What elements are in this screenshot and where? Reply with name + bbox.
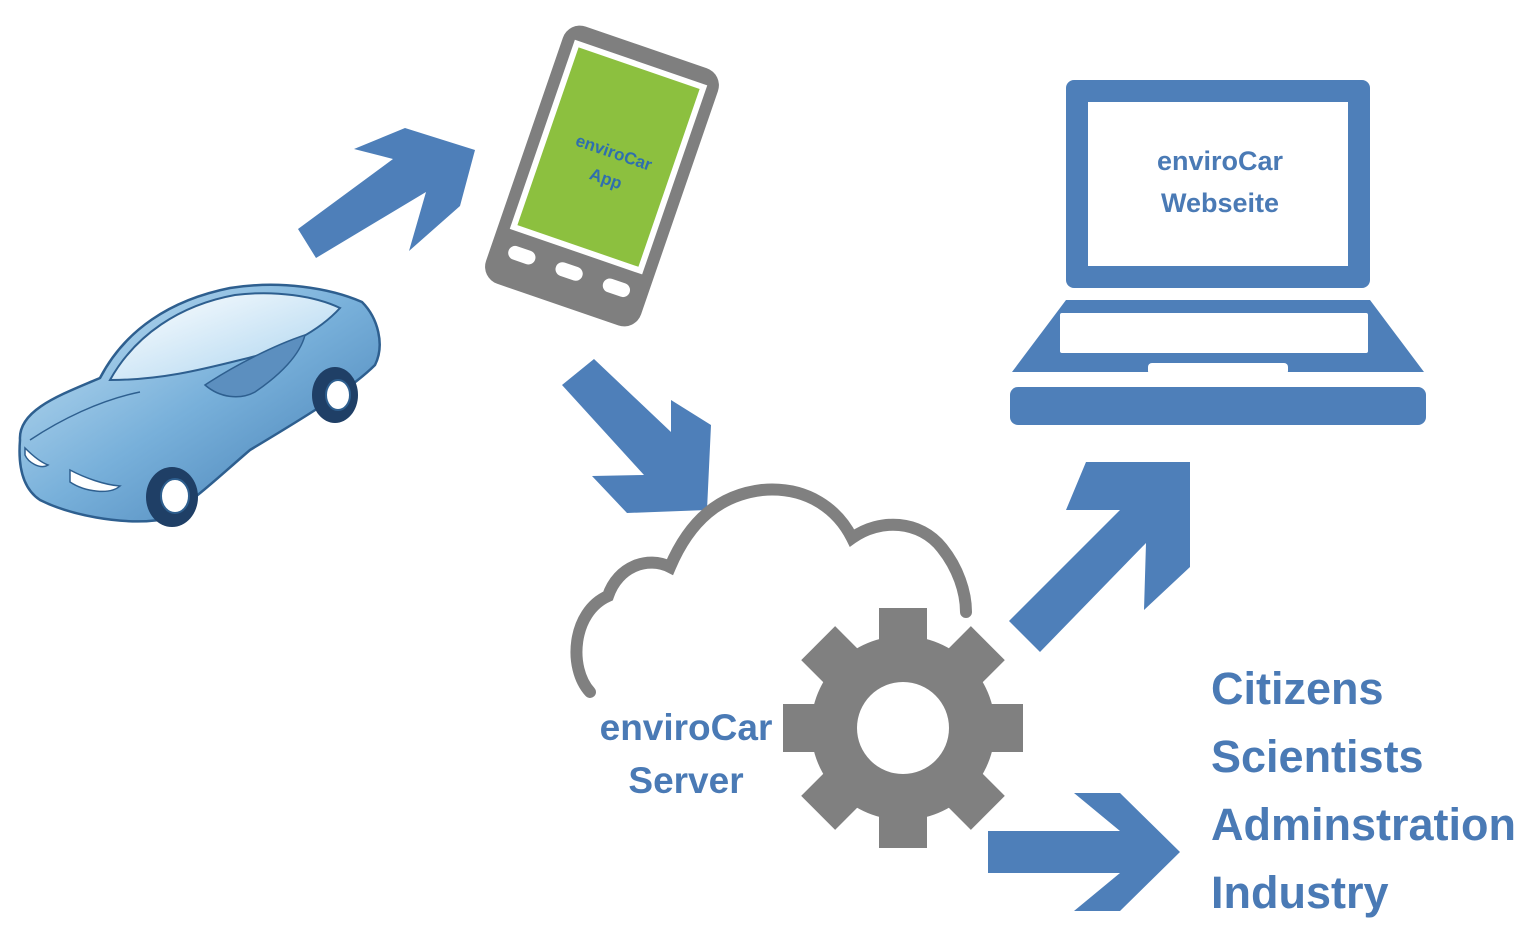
- arrow-car-to-phone: [298, 128, 475, 258]
- audience-item: Industry: [1211, 867, 1389, 918]
- audience-list: Citizens Scientists Adminstration Indust…: [1211, 663, 1516, 918]
- laptop-label-line2: Webseite: [1161, 188, 1279, 218]
- server-label-line1: enviroCar: [600, 707, 773, 748]
- audience-item: Citizens: [1211, 663, 1384, 714]
- arrow-phone-to-server: [562, 359, 711, 513]
- server-label-line2: Server: [628, 760, 743, 801]
- car-icon: [18, 283, 381, 527]
- audience-item: Scientists: [1211, 731, 1424, 782]
- arrow-server-to-laptop: [1009, 462, 1190, 652]
- arrow-server-to-audiences: [988, 793, 1180, 911]
- audience-item: Adminstration: [1211, 799, 1516, 850]
- laptop-icon: [1010, 80, 1426, 425]
- laptop-label-line1: enviroCar: [1157, 146, 1284, 176]
- cloud-gear-icon: [570, 483, 1023, 848]
- laptop-screen: [1088, 102, 1348, 266]
- smartphone-icon: [485, 25, 719, 327]
- phone-screen: [517, 47, 700, 267]
